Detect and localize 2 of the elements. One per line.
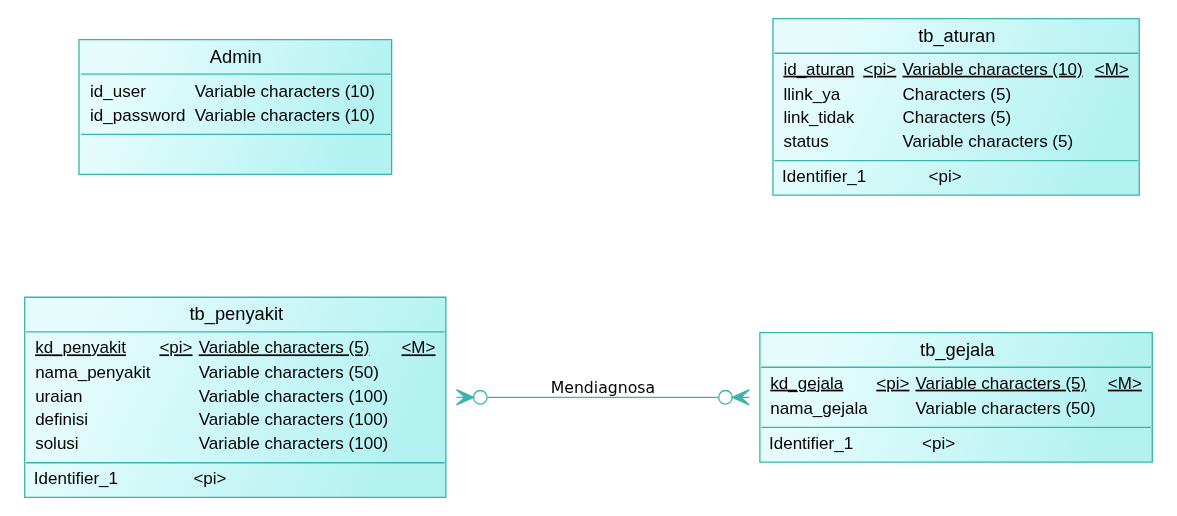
edge-label: Mendiagnosa	[550, 377, 656, 397]
connector	[455, 389, 750, 406]
